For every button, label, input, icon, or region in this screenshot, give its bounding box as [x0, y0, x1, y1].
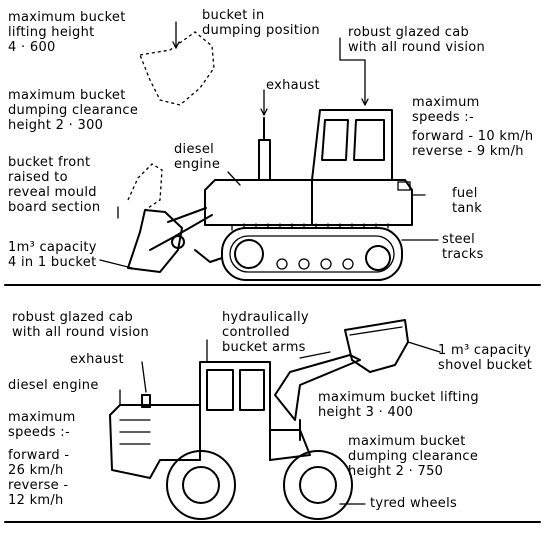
leader-capacity-bottom [407, 341, 441, 353]
cab-window-right [239, 369, 265, 411]
label-exhaust-bottom: exhaust [70, 352, 124, 367]
cab-frame-bottom [199, 361, 271, 461]
track-idler [234, 239, 264, 269]
cab-window-side [353, 119, 385, 161]
leader-capacity-top [99, 259, 133, 269]
rear-body [311, 179, 413, 226]
label-max-lift-top: maximum bucket lifting height 4 · 600 [8, 10, 126, 55]
label-bucket-dumping: bucket in dumping position [202, 8, 320, 38]
label-max-lift-bottom: maximum bucket lifting height 3 · 400 [318, 390, 479, 420]
label-exhaust-top: exhaust [266, 78, 320, 93]
cab-window-front [321, 119, 349, 161]
label-speeds-top: maximum speeds :- forward - 10 km/h reve… [412, 95, 534, 159]
label-speeds-bottom: maximum speeds :- forward - 26 km/h reve… [8, 410, 76, 508]
bucket-arm [274, 354, 361, 421]
label-max-dump-top: maximum bucket dumping clearance height … [8, 88, 139, 133]
label-capacity-top: 1m³ capacity 4 in 1 bucket [8, 240, 97, 270]
leader-arms [299, 351, 331, 359]
label-engine-bottom: diesel engine [8, 378, 99, 393]
label-bucket-front: bucket front raised to reveal mould boar… [8, 155, 101, 215]
track-sprocket [365, 245, 391, 271]
front-wheel [283, 450, 353, 520]
wheel-loader-drawing [4, 319, 541, 523]
label-bucket-arms: hydraulically controlled bucket arms [222, 310, 309, 355]
cab-window-left [206, 369, 234, 411]
bucket-raised-outline [127, 163, 163, 211]
engine-housing [109, 404, 201, 479]
label-cab-bottom: robust glazed cab with all round vision [12, 310, 150, 340]
front-chassis [269, 429, 311, 461]
leader-exhaust-bottom [141, 361, 147, 393]
label-fuel-tank: fuel tank [452, 186, 483, 216]
exhaust-pipe [258, 139, 271, 181]
label-engine-top: diesel engine [174, 142, 221, 172]
rear-wheel [166, 450, 236, 520]
crawler-loader-drawing [4, 21, 541, 286]
shovel-bucket [344, 319, 409, 373]
track-inner [229, 235, 395, 273]
exhaust-stack [141, 394, 151, 408]
label-capacity-bottom: 1 m³ capacity shovel bucket [438, 343, 533, 373]
track-outline [221, 227, 403, 281]
leader-cab-top [339, 37, 366, 106]
four-in-one-bucket [127, 209, 183, 273]
engine-grille [119, 419, 151, 445]
label-tyred-wheels: tyred wheels [370, 496, 458, 511]
engine-hood [204, 179, 313, 226]
label-cab-top: robust glazed cab with all round vision [348, 25, 486, 55]
loader-arm [149, 214, 213, 251]
bucket-dumping-outline [139, 31, 215, 106]
label-tracks: steel tracks [442, 232, 484, 262]
label-max-dump-bottom: maximum bucket dumping clearance height … [348, 434, 479, 479]
fuel-tank-cap [397, 181, 411, 191]
leader-engine-top [227, 171, 241, 186]
cab-frame [311, 109, 393, 181]
